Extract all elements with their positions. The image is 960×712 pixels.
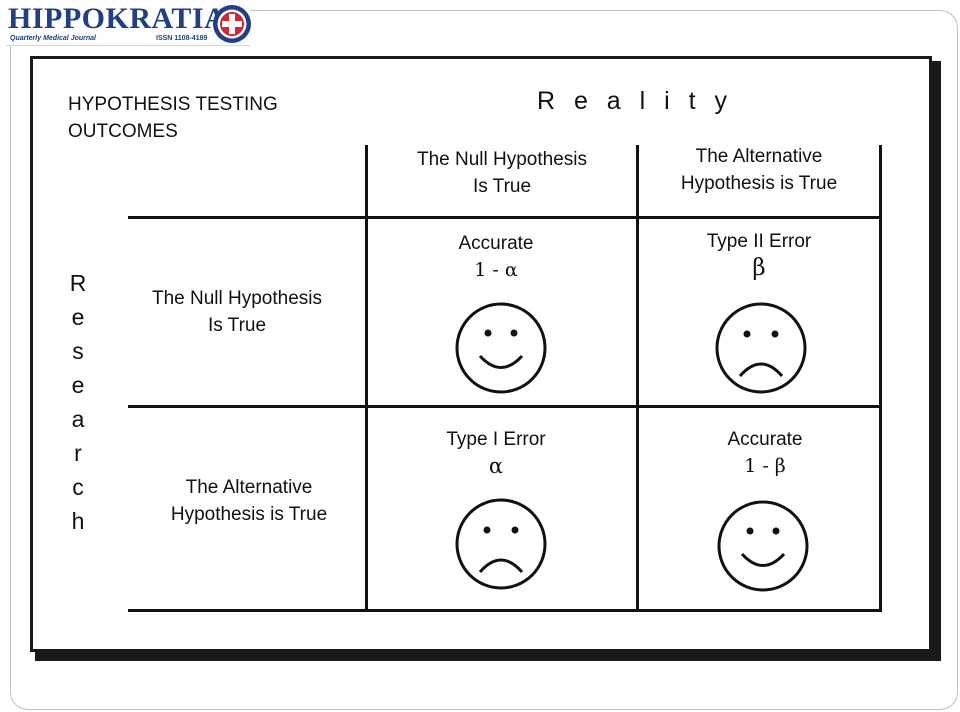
row-header-line: Is True (207, 315, 267, 336)
logo-issn: ISSN 1108-4189 (156, 35, 208, 42)
research-letter: h (71, 508, 85, 534)
grid-line-vertical (636, 145, 639, 612)
diagram-title-line2: OUTCOMES (68, 121, 178, 142)
logo-subtitle: Quarterly Medical Journal (10, 35, 96, 42)
research-letter: e (71, 372, 85, 398)
research-letter: a (71, 406, 85, 432)
research-heading: R e s e a r c h (64, 266, 92, 538)
row-header-line: The Alternative (185, 477, 313, 498)
research-letter: s (72, 338, 84, 364)
row-header-line: The Null Hypothesis (151, 288, 323, 309)
column-header-line: Hypothesis is True (680, 173, 838, 194)
research-letter: e (71, 304, 85, 330)
cell-type-ii-error-beta: Type II Error β (639, 228, 879, 282)
smiley-face-icon (455, 302, 547, 394)
reality-heading: R e a l i t y (536, 87, 734, 115)
journal-logo: HIPPOKRATIA Quarterly Medical Journal IS… (6, 2, 251, 46)
medical-cross-seal-icon (213, 5, 251, 43)
logo-name: HIPPOKRATIA (8, 2, 227, 35)
column-header-line: The Alternative (695, 146, 823, 167)
row-header-null-true: The Null Hypothesis Is True (128, 285, 346, 339)
column-header-line: The Null Hypothesis (416, 149, 588, 170)
cell-symbol: 1 - β (744, 455, 786, 477)
cell-symbol: α (488, 454, 504, 478)
cell-label: Accurate (458, 233, 534, 254)
hypothesis-outcomes-panel (30, 56, 932, 652)
column-header-line: Is True (472, 176, 532, 197)
grid-line-horizontal (128, 609, 882, 612)
cell-symbol: β (752, 255, 766, 281)
column-header-alternative-true: The Alternative Hypothesis is True (639, 143, 879, 197)
grid-line-horizontal (128, 405, 882, 408)
cell-label: Type I Error (446, 429, 546, 450)
cell-type-i-error-alpha: Type I Error α (368, 426, 624, 480)
research-letter: c (72, 474, 84, 500)
cell-label: Type II Error (706, 231, 812, 252)
column-header-null-true: The Null Hypothesis Is True (368, 146, 636, 200)
cell-accurate-1-minus-alpha: Accurate 1 - α (368, 230, 624, 284)
grid-line-vertical (879, 145, 882, 612)
diagram-title-line1: HYPOTHESIS TESTING (68, 94, 278, 115)
research-letter: R (69, 270, 87, 296)
row-header-alternative-true: The Alternative Hypothesis is True (128, 474, 370, 528)
row-header-line: Hypothesis is True (170, 504, 328, 525)
research-letter: r (74, 440, 82, 466)
cell-label: Accurate (727, 429, 803, 450)
frowny-face-icon (455, 498, 547, 590)
smiley-face-icon (717, 500, 809, 592)
cell-symbol: 1 - α (474, 259, 518, 281)
frowny-face-icon (715, 302, 807, 394)
cell-accurate-1-minus-beta: Accurate 1 - β (639, 426, 891, 480)
diagram-title: HYPOTHESIS TESTING OUTCOMES (68, 91, 348, 145)
grid-line-horizontal (128, 216, 882, 219)
grid-line-vertical (365, 145, 368, 612)
